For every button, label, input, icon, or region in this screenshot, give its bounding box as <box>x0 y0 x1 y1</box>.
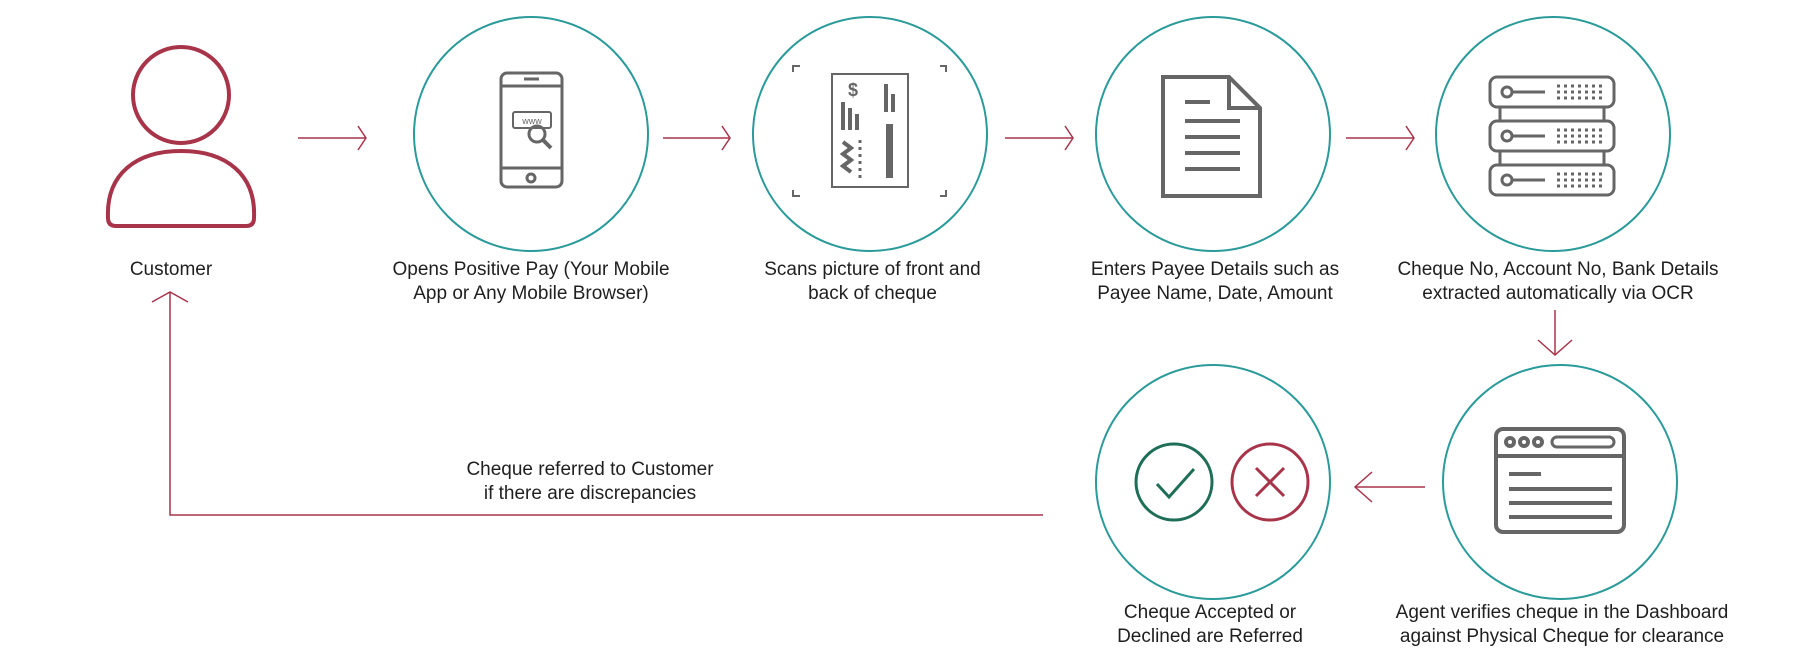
checkmark-icon <box>1134 442 1214 522</box>
arrow-ocr-to-verify <box>1537 310 1573 357</box>
payee-label: Enters Payee Details such as Payee Name,… <box>1090 259 1340 304</box>
svg-text:$: $ <box>848 80 858 100</box>
step-circle-open-app <box>413 16 649 252</box>
arrow-open-app-to-scan <box>663 125 731 151</box>
step-circle-payee <box>1095 16 1331 252</box>
customer-label: Customer <box>129 259 213 280</box>
accept-decline-icon <box>1134 442 1310 522</box>
svg-text:www: www <box>521 116 542 126</box>
arrow-decision-to-customer <box>151 291 1043 516</box>
step-circle-ocr <box>1435 16 1671 252</box>
ocr-label: Cheque No, Account No, Bank Details extr… <box>1397 259 1719 304</box>
mobile-phone-icon: www <box>499 71 564 189</box>
customer-icon <box>105 45 257 228</box>
decision-label: Cheque Accepted or Declined are Referred <box>1117 602 1303 647</box>
verify-label: Agent verifies cheque in the Dashboard a… <box>1395 602 1729 647</box>
arrow-scan-to-payee <box>1005 125 1074 151</box>
step-circle-decision <box>1095 364 1331 600</box>
arrow-verify-to-decision <box>1353 471 1425 503</box>
arrow-customer-to-open-app <box>298 125 367 151</box>
cheque-scan-icon: $ <box>792 65 947 197</box>
server-icon <box>1488 75 1616 197</box>
step-circle-scan <box>752 16 988 252</box>
referral-note-label: Cheque referred to Customer if there are… <box>466 459 714 504</box>
open-app-label: Opens Positive Pay (Your Mobile App or A… <box>392 259 670 304</box>
dashboard-window-icon <box>1494 427 1626 534</box>
scan-label: Scans picture of front and back of chequ… <box>764 259 981 304</box>
document-icon <box>1161 75 1262 198</box>
close-icon <box>1230 442 1310 522</box>
step-circle-verify <box>1442 364 1678 600</box>
arrow-payee-to-ocr <box>1346 125 1415 151</box>
